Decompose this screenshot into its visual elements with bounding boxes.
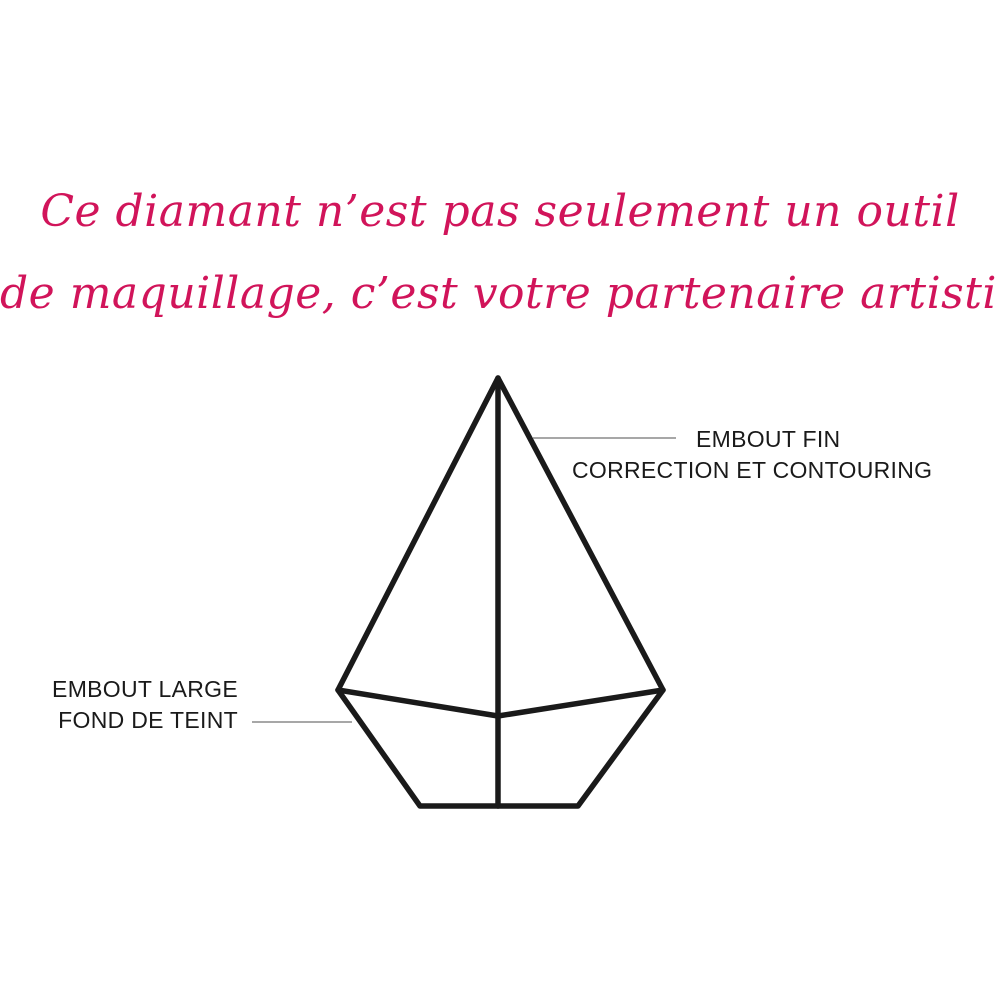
diamond-sponge-outline [335, 375, 666, 809]
headline-line-1: Ce diamant n’est pas seulement un outil [40, 186, 960, 237]
fine-tip-title: EMBOUT FIN [696, 426, 841, 452]
wide-tip-usage: FOND DE TEINT [58, 707, 238, 733]
fine-tip-usage: CORRECTION ET CONTOURING [572, 457, 933, 483]
wide-tip-label: EMBOUT LARGE FOND DE TEINT [20, 674, 238, 736]
wide-tip-title: EMBOUT LARGE [52, 676, 238, 702]
fine-tip-label: EMBOUT FIN CORRECTION ET CONTOURING [572, 424, 982, 486]
headline-line-2: de maquillage, c’est votre partenaire ar… [0, 268, 1000, 319]
sponge-waist-edge [335, 687, 666, 719]
